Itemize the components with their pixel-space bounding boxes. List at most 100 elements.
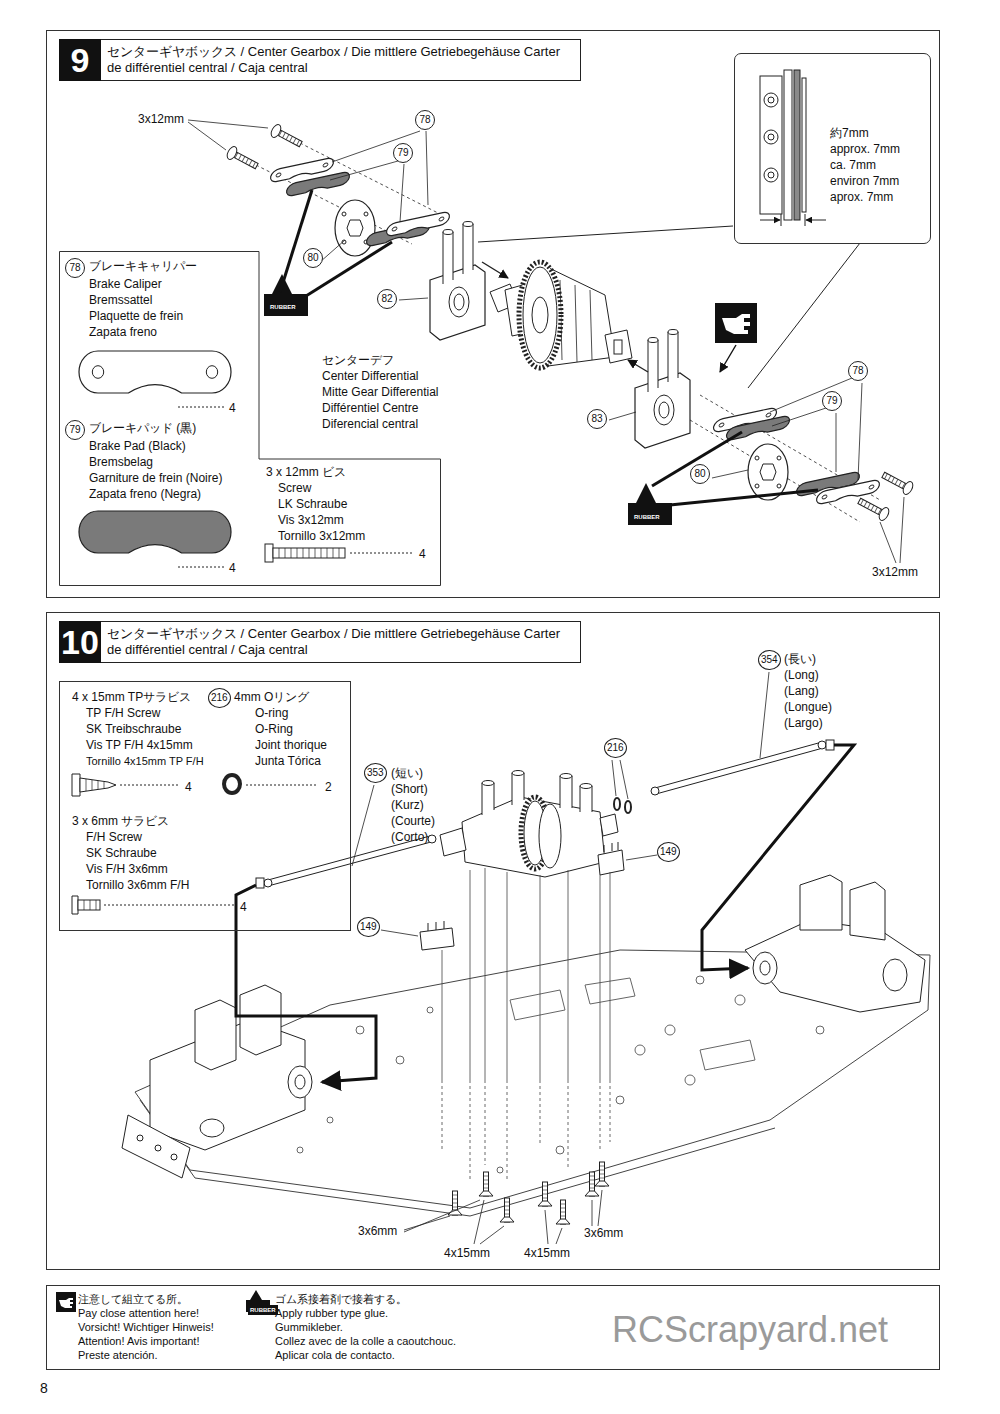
parts-list-art	[104, 905, 234, 906]
route-line	[702, 745, 854, 970]
chassis-plate	[427, 1007, 433, 1013]
leader-line	[332, 131, 428, 205]
watermark: RCScrapyard.net	[612, 1310, 888, 1350]
brake-assembly-art	[482, 262, 508, 278]
parts-list-art	[72, 896, 78, 914]
leader-line	[352, 672, 769, 1244]
legend-icon	[59, 1298, 73, 1308]
leader-line	[404, 1200, 480, 1232]
parts-list-art	[273, 548, 345, 558]
rear-gearbox	[760, 961, 770, 975]
parts-list: 4 x 15mm TPサラビスTP F/H ScrewSK Treibschra…	[59, 681, 351, 931]
leader-line	[399, 298, 428, 300]
front-gearbox	[240, 985, 281, 1055]
quantity: 4	[229, 401, 236, 416]
dimension-note: aprox. 7mm	[830, 190, 893, 205]
brake-assembly-art	[880, 469, 915, 496]
leader-line	[330, 161, 404, 222]
legend-icon	[250, 1290, 262, 1300]
center-gearbox	[560, 776, 572, 808]
parts-list-art	[79, 351, 231, 393]
screw-set	[556, 1200, 570, 1224]
center-gearbox	[539, 804, 561, 868]
brake-assembly-art	[560, 280, 592, 362]
center-gearbox	[580, 784, 592, 789]
screw-size: 3x12mm	[872, 565, 918, 580]
brake-assembly-art	[856, 495, 891, 522]
part-name: Joint thorique	[255, 738, 327, 753]
part-note: (Kurz)	[391, 798, 424, 813]
parts-list-art	[79, 511, 231, 553]
screw-size: 3x6mm	[358, 1224, 397, 1239]
chassis-plate	[497, 1167, 503, 1173]
step-number: 9	[59, 39, 101, 81]
part-note: (Largo)	[784, 716, 823, 731]
callout-number: 80	[690, 464, 710, 484]
part-name: ブレーキパッド (黒)	[89, 421, 196, 436]
brake-assembly-art	[635, 330, 690, 449]
parts-list-art	[178, 567, 224, 568]
part-name: O-ring	[255, 706, 288, 721]
part-name: Vis F/H 3x6mm	[86, 862, 168, 877]
part-name: 4 x 15mm TPサラビス	[72, 690, 191, 705]
screw-size: 4x15mm	[444, 1246, 490, 1261]
glue-icon	[264, 294, 308, 316]
part-name: F/H Screw	[86, 830, 142, 845]
brake-assembly-art	[690, 395, 880, 522]
part-name: SK Treibschraube	[86, 722, 181, 737]
callout-number: 80	[303, 248, 323, 268]
chassis-plate	[510, 990, 565, 1020]
part-name: Différentiel Centre	[322, 401, 419, 416]
legend-text: Collez avec de la colle a caoutchouc.	[275, 1334, 456, 1348]
glue-icon-label: RUBBER	[248, 1305, 278, 1315]
dimension-note: 約7mm	[830, 126, 869, 141]
parts-list-art	[224, 775, 240, 793]
glue-icon	[264, 274, 672, 525]
leader-line	[760, 672, 769, 758]
leader-line	[592, 1190, 602, 1226]
drive-shaft	[256, 878, 264, 888]
screw-set	[448, 1162, 609, 1224]
chassis-plate	[297, 1147, 303, 1153]
center-gearbox	[560, 774, 572, 779]
center-gearbox	[440, 828, 466, 856]
screw-set	[500, 1198, 514, 1222]
rear-gearbox	[883, 959, 907, 991]
chassis-plate	[327, 1117, 333, 1123]
front-gearbox	[295, 1075, 305, 1089]
parts-list-art	[265, 544, 273, 562]
o-ring	[614, 798, 631, 813]
parts-list-outline	[60, 252, 441, 586]
chassis-plate	[297, 976, 864, 1173]
parts-list-art	[72, 774, 318, 914]
inset-detail	[806, 220, 826, 221]
screw-size: 3x12mm	[138, 112, 184, 127]
parts-list-art	[72, 774, 80, 796]
screw-set	[595, 1162, 609, 1186]
route-line	[236, 745, 854, 1082]
part-name: Garniture de frein (Noire)	[89, 471, 222, 486]
part-name: Bremssattel	[89, 293, 152, 308]
attention-icon	[722, 314, 750, 334]
front-gearbox	[288, 1066, 312, 1098]
parts-list-art	[178, 407, 224, 408]
mount-149	[428, 921, 444, 931]
leader-line	[352, 785, 374, 866]
part-name: 3 x 12mm ビス	[266, 465, 346, 480]
leader-line	[188, 120, 268, 150]
center-gearbox	[512, 771, 524, 776]
brake-assembly-art	[285, 171, 351, 197]
part-name: Center Differential	[322, 369, 419, 384]
chassis-plate	[816, 1026, 824, 1034]
inset-detail	[768, 134, 774, 140]
glue-icon-label: RUBBER	[268, 302, 298, 312]
parts-list-art	[120, 785, 180, 786]
quantity: 4	[229, 561, 236, 576]
callout-number: 354	[758, 650, 781, 670]
part-name: O-Ring	[255, 722, 293, 737]
quantity: 2	[325, 780, 332, 795]
parts-list-art	[80, 778, 116, 792]
callout-number: 83	[587, 409, 607, 429]
center-gearbox	[580, 786, 592, 812]
fastening-line	[442, 868, 610, 1182]
